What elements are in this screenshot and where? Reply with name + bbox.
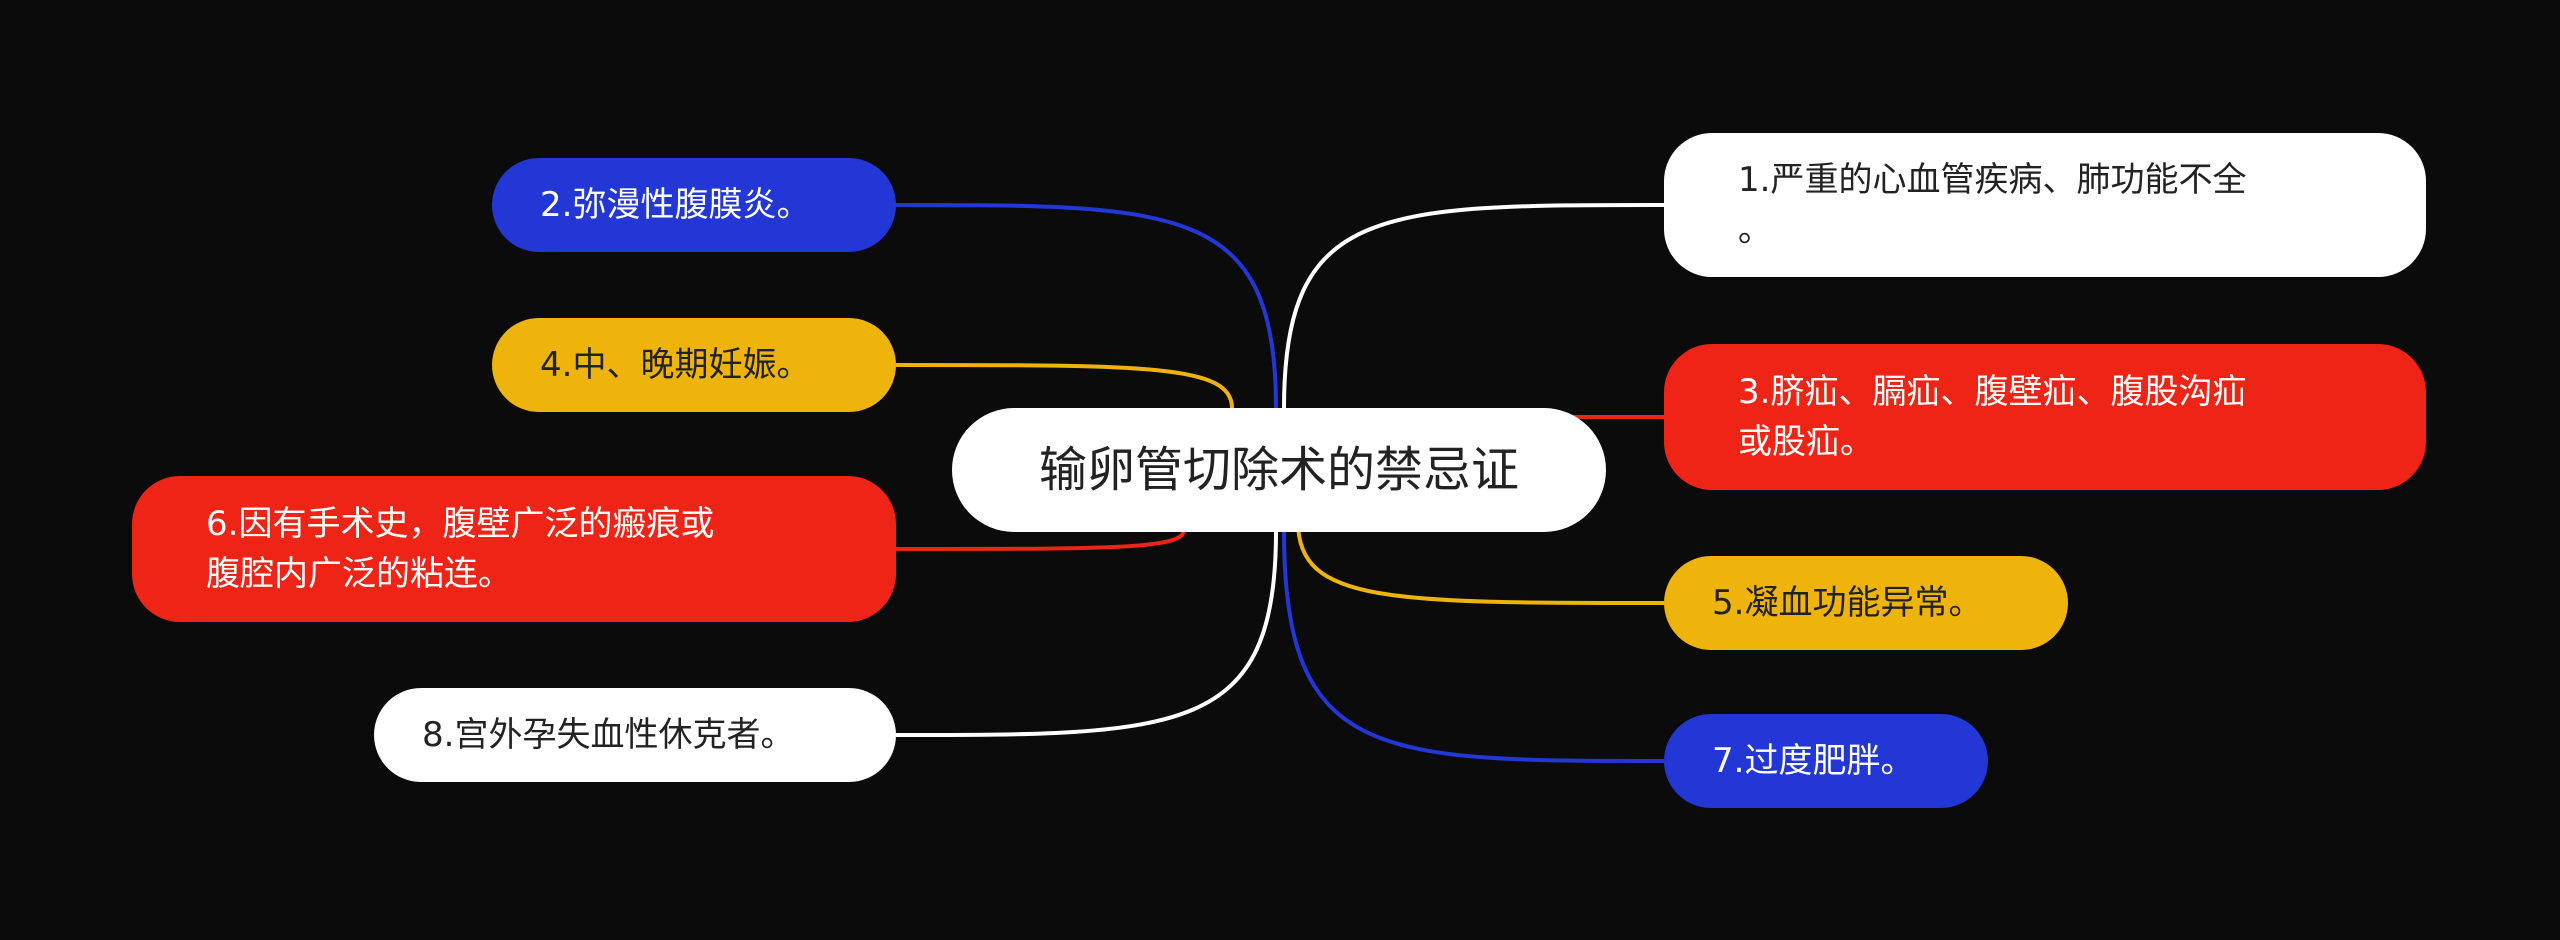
central-topic[interactable]: 输卵管切除术的禁忌证 <box>952 408 1606 532</box>
branch-node-2-label: 2.弥漫性腹膜炎。 <box>540 185 811 225</box>
branch-node-3-line-2: 或股疝。 <box>1738 422 1874 462</box>
branch-node-5-label: 5.凝血功能异常。 <box>1712 583 1983 623</box>
branch-node-4-label: 4.中、晚期妊娠。 <box>540 345 811 385</box>
branch-node-7[interactable]: 7.过度肥胖。 <box>1664 714 1988 808</box>
branch-node-8[interactable]: 8.宫外孕失血性休克者。 <box>374 688 896 782</box>
branch-node-3[interactable]: 3.脐疝、膈疝、腹壁疝、腹股沟疝 或股疝。 <box>1664 344 2426 490</box>
connector-n2 <box>895 203 1278 409</box>
connector-n7 <box>1282 531 1665 763</box>
branch-node-5[interactable]: 5.凝血功能异常。 <box>1664 556 2068 650</box>
branch-node-2[interactable]: 2.弥漫性腹膜炎。 <box>492 158 896 252</box>
branch-node-4[interactable]: 4.中、晚期妊娠。 <box>492 318 896 412</box>
connector-n8 <box>895 531 1278 737</box>
central-topic-label: 输卵管切除术的禁忌证 <box>1038 442 1519 498</box>
branch-node-6-line-1: 6.因有手术史，腹壁广泛的瘢痕或 <box>206 504 715 544</box>
branch-node-7-label: 7.过度肥胖。 <box>1712 741 1915 781</box>
branch-node-1[interactable]: 1.严重的心血管疾病、肺功能不全 。 <box>1664 133 2426 277</box>
connector-n1 <box>1282 203 1665 409</box>
branch-node-6-line-2: 腹腔内广泛的粘连。 <box>206 554 512 594</box>
branch-node-6[interactable]: 6.因有手术史，腹壁广泛的瘢痕或 腹腔内广泛的粘连。 <box>132 476 896 622</box>
branch-node-8-label: 8.宫外孕失血性休克者。 <box>422 715 795 755</box>
branch-node-1-line-2: 。 <box>1738 210 1772 250</box>
connector-n6 <box>895 529 1186 551</box>
branch-node-3-line-1: 3.脐疝、膈疝、腹壁疝、腹股沟疝 <box>1738 372 2247 412</box>
connector-n4 <box>895 363 1234 409</box>
connector-n5 <box>1296 521 1665 605</box>
branch-node-1-line-1: 1.严重的心血管疾病、肺功能不全 <box>1738 160 2247 200</box>
